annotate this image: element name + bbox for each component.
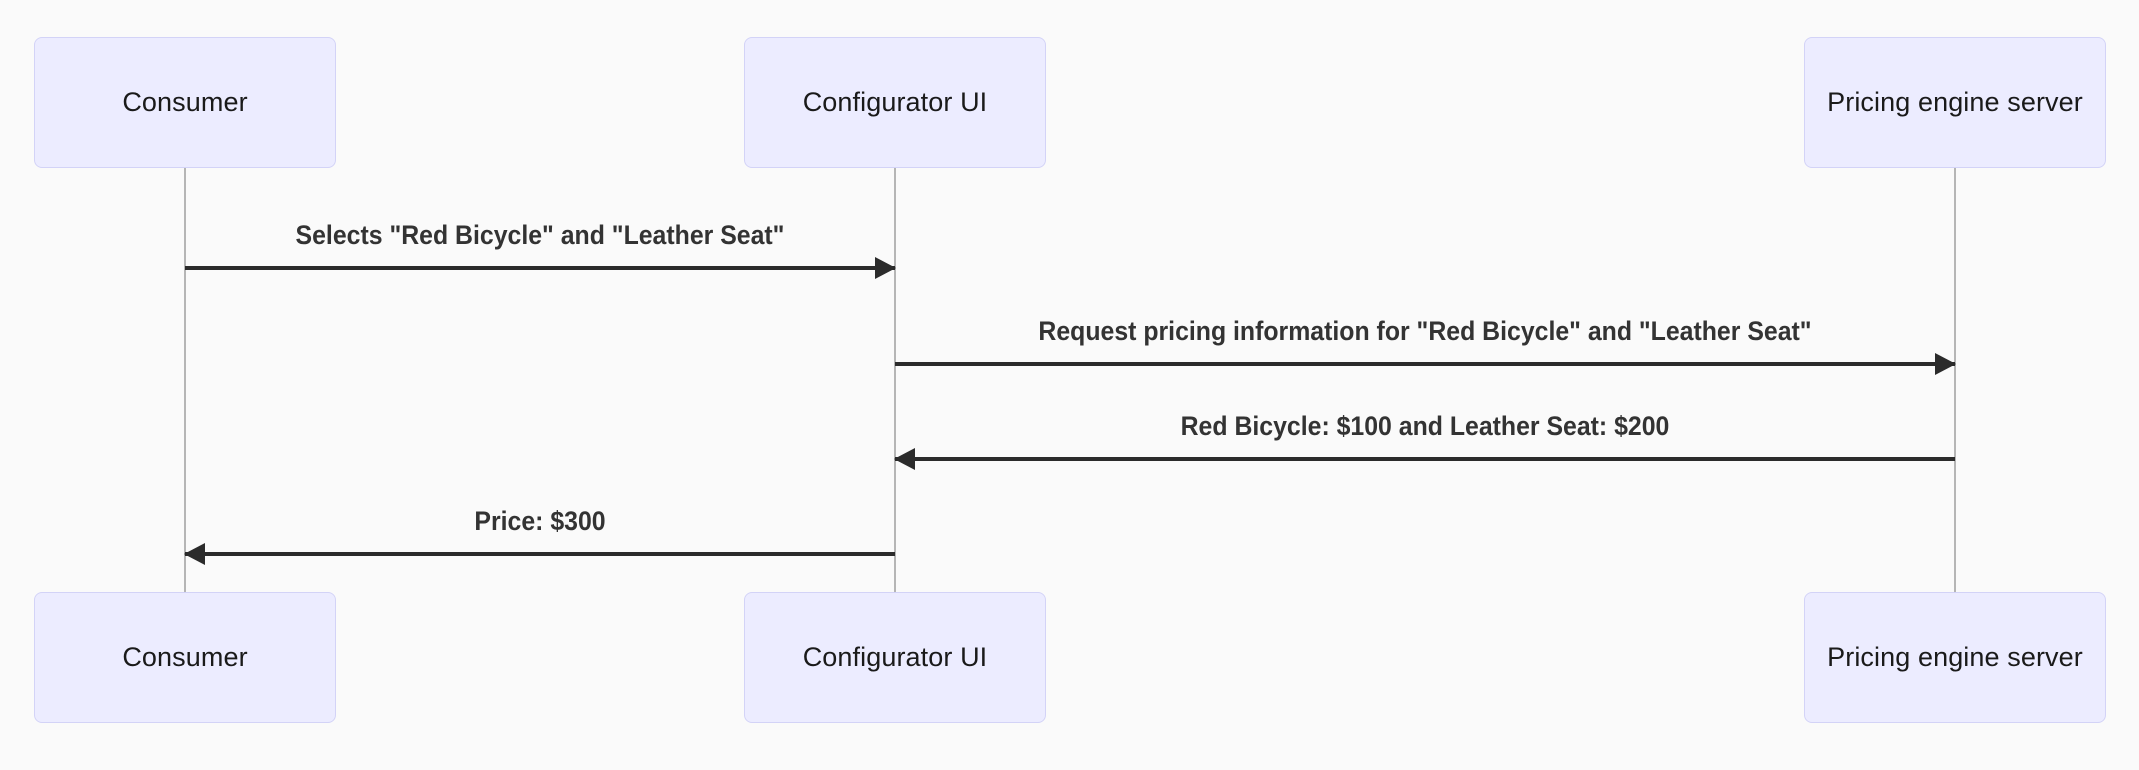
arrowhead-right-icon: [875, 257, 896, 279]
message-3-label: Red Bicycle: $100 and Leather Seat: $200: [1180, 411, 1670, 441]
message-3-line: [895, 457, 1955, 462]
actor-label-configurator-ui-bottom: Configurator UI: [802, 642, 988, 672]
lifeline-pricing-engine-server: [1953, 168, 1957, 592]
lifeline-consumer: [183, 168, 187, 592]
actor-box-pricing-engine-server-bottom[interactable]: Pricing engine server: [1804, 592, 2106, 723]
message-4-label: Price: $300: [474, 506, 606, 536]
actor-label-pricing-engine-server-bottom: Pricing engine server: [1827, 642, 2083, 672]
message-1-line: [185, 266, 895, 271]
actor-label-pricing-engine-server-top: Pricing engine server: [1827, 87, 2083, 117]
actor-label-configurator-ui-top: Configurator UI: [802, 87, 988, 117]
arrowhead-left-icon: [184, 543, 205, 565]
actor-box-configurator-ui-top[interactable]: Configurator UI: [744, 37, 1046, 168]
actor-box-consumer-top[interactable]: Consumer: [34, 37, 336, 168]
actor-label-consumer-bottom: Consumer: [122, 642, 248, 672]
message-2-line: [895, 362, 1955, 367]
message-1-label: Selects "Red Bicycle" and "Leather Seat": [295, 220, 785, 250]
lifeline-configurator-ui: [893, 168, 897, 592]
message-4-line: [185, 552, 895, 557]
actor-label-consumer-top: Consumer: [122, 87, 248, 117]
actor-box-consumer-bottom[interactable]: Consumer: [34, 592, 336, 723]
message-2-label: Request pricing information for "Red Bic…: [1038, 316, 1812, 346]
actor-box-configurator-ui-bottom[interactable]: Configurator UI: [744, 592, 1046, 723]
arrowhead-right-icon: [1935, 353, 1956, 375]
arrowhead-left-icon: [894, 448, 915, 470]
actor-box-pricing-engine-server-top[interactable]: Pricing engine server: [1804, 37, 2106, 168]
